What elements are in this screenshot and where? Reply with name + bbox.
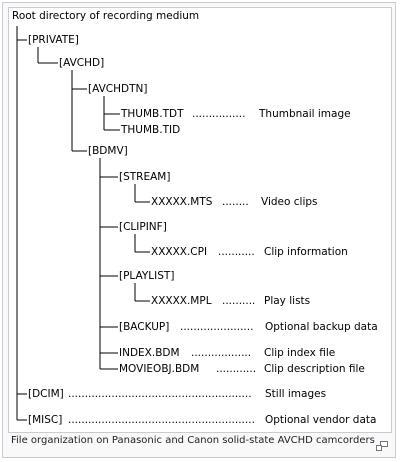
desc-misc: Optional vendor data [265, 414, 377, 426]
desc-backup: Optional backup data [265, 321, 378, 333]
folder-bdmv: [BDMV] [88, 145, 128, 157]
desc-index: Clip index file [264, 347, 336, 359]
file-mts: XXXXX.MTS [151, 196, 213, 208]
file-index-bdm: INDEX.BDM [119, 347, 180, 359]
leader-movieobj: ............ [216, 363, 257, 375]
desc-thumb-tdt: Thumbnail image [259, 108, 351, 120]
folder-dcim: [DCIM] [28, 388, 64, 400]
folder-stream: [STREAM] [119, 171, 171, 183]
magnify-icon[interactable] [376, 436, 388, 451]
file-cpi: XXXXX.CPI [151, 246, 208, 258]
leader-cpi: ........... [218, 246, 255, 258]
desc-dcim: Still images [265, 388, 327, 400]
desc-mts: Video clips [261, 196, 318, 208]
desc-mpl: Play lists [264, 295, 311, 307]
folder-avchd: [AVCHD] [59, 57, 105, 69]
leader-thumb-tdt: ................ [192, 108, 246, 120]
file-thumb-tdt: THUMB.TDT [121, 108, 184, 120]
file-mpl: XXXXX.MPL [151, 295, 212, 307]
desc-cpi: Clip information [264, 246, 348, 258]
folder-misc: [MISC] [28, 414, 63, 426]
leader-mpl: .......... [222, 295, 256, 307]
folder-backup: [BACKUP] [119, 321, 170, 333]
file-thumb-tid: THUMB.TID [121, 124, 181, 136]
desc-movieobj: Clip description file [264, 363, 365, 375]
leader-misc: ........................................… [68, 414, 255, 426]
folder-private: [PRIVATE] [28, 34, 79, 46]
leader-index: .................. [191, 347, 252, 359]
leader-backup: ...................... [180, 321, 254, 333]
file-movieobj-bdm: MOVIEOBJ.BDM [119, 363, 200, 375]
leader-dcim: ........................................… [68, 388, 252, 400]
folder-playlist: [PLAYLIST] [119, 270, 175, 282]
figure-caption: File organization on Panasonic and Canon… [11, 435, 375, 446]
folder-avchdtn: [AVCHDTN] [88, 83, 148, 95]
leader-mts: ........ [222, 196, 249, 208]
folder-clipinf: [CLIPINF] [119, 221, 167, 233]
root-label: Root directory of recording medium [12, 10, 200, 22]
